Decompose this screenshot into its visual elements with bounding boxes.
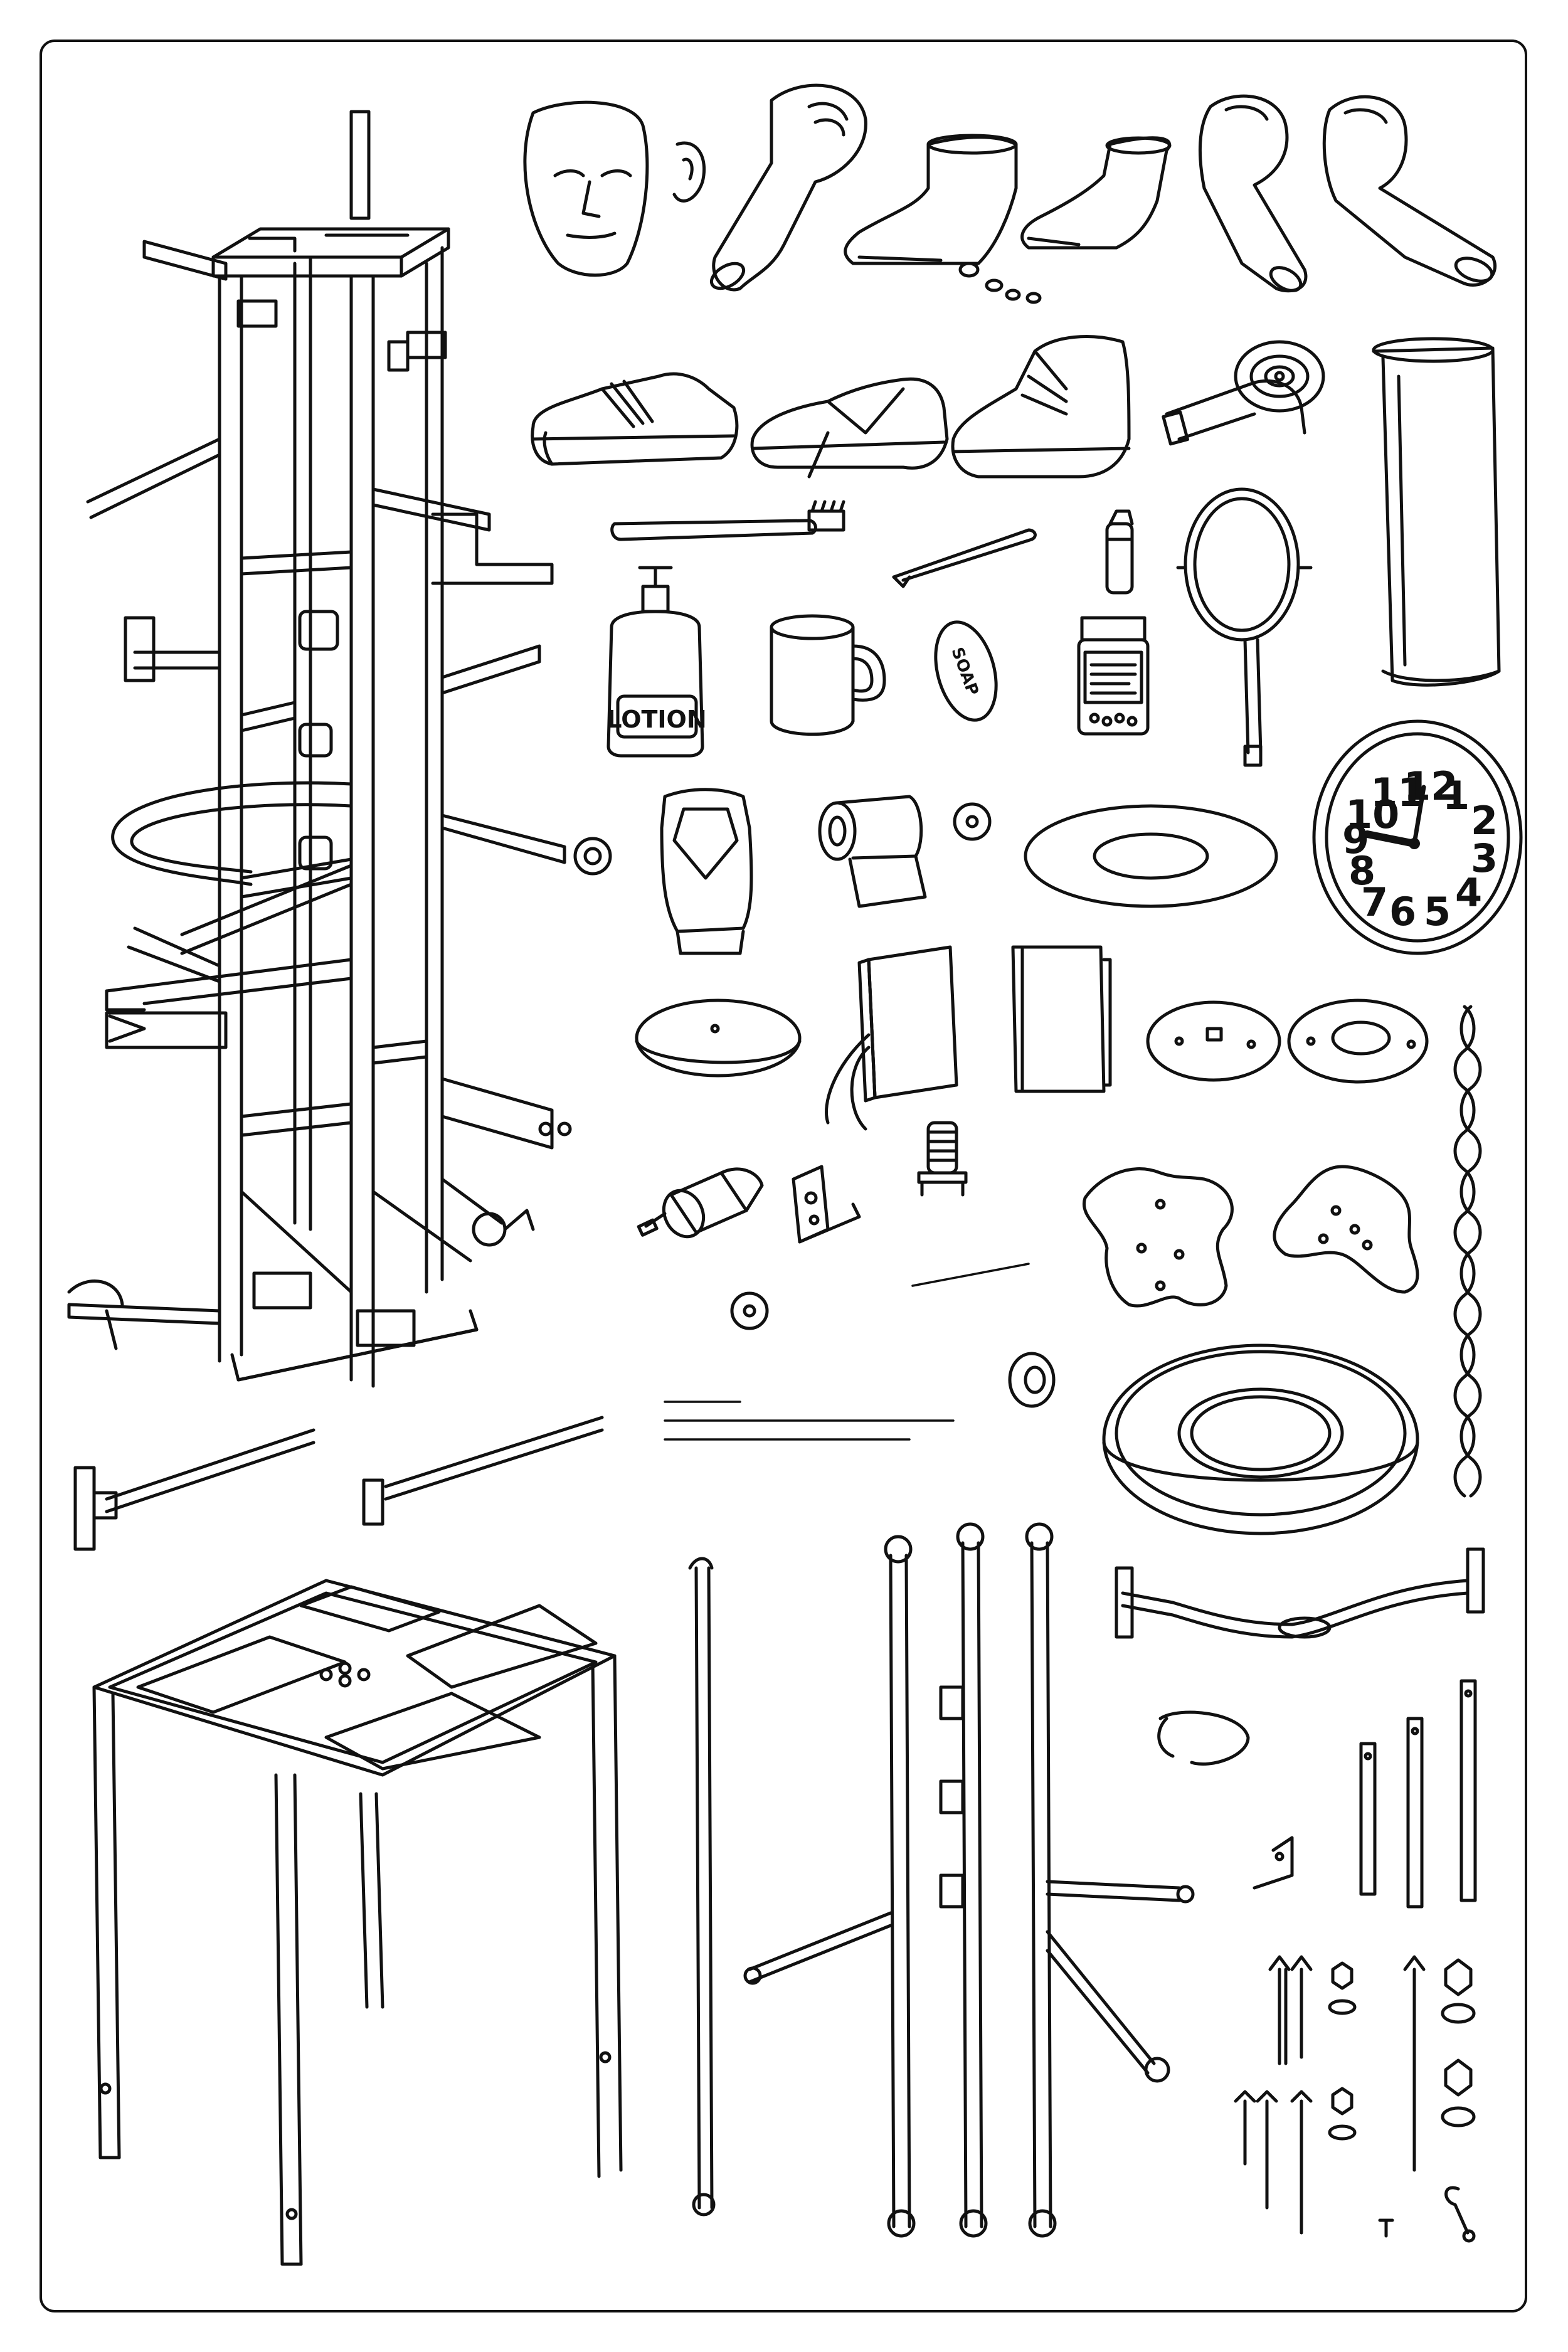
vertical-rods <box>688 1522 1195 2238</box>
flange-plate <box>1287 999 1429 1084</box>
washers <box>1328 1999 1476 2141</box>
notebook <box>825 945 958 1131</box>
svg-text:3: 3 <box>1471 835 1498 881</box>
toilet-paper-roll <box>818 795 927 908</box>
lighter <box>1105 509 1134 595</box>
soap-label: SOAP <box>947 645 982 698</box>
hand-forearm <box>1198 94 1308 293</box>
ear <box>672 141 706 203</box>
svg-text:10: 10 <box>1345 792 1399 837</box>
bolts <box>1234 1955 1426 2235</box>
foot <box>1020 136 1172 250</box>
star-plate <box>1273 1165 1419 1294</box>
flange-plate <box>1146 1000 1281 1082</box>
curved-handle-bar <box>1115 1547 1485 1639</box>
soap-bar: SOAP <box>934 620 998 722</box>
fabric-roll <box>1372 337 1501 687</box>
turntable-bearing <box>1102 1343 1419 1535</box>
ankle-boot <box>951 335 1131 479</box>
page-border <box>40 40 1527 2312</box>
svg-text:7: 7 <box>1361 879 1388 925</box>
mannequin-face <box>523 100 649 277</box>
wheel <box>1008 1352 1056 1408</box>
clock-numerals: 12 1 2 3 4 5 6 7 8 9 10 11 <box>1342 763 1498 935</box>
bracket <box>1253 1836 1294 1890</box>
svg-text:5: 5 <box>1424 889 1451 935</box>
svg-text:4: 4 <box>1455 870 1482 916</box>
svg-text:6: 6 <box>1389 889 1416 935</box>
hand-forearm <box>709 83 867 292</box>
threaded-rods <box>664 1263 1030 1441</box>
spring-pin <box>917 1121 968 1197</box>
star-plate <box>1082 1167 1234 1308</box>
tape-measure <box>1162 340 1325 446</box>
flat-bars <box>1359 1679 1477 1909</box>
sketchbook <box>1011 945 1112 1093</box>
hand-forearm <box>1322 95 1497 287</box>
lotion-bottle: LOTION <box>607 566 707 758</box>
lotion-label: LOTION <box>607 706 706 733</box>
foot <box>844 134 1018 265</box>
stool-frame <box>92 1579 623 2266</box>
hook <box>1444 2186 1476 2243</box>
plate <box>1024 804 1278 908</box>
svg-text:9: 9 <box>1342 817 1369 862</box>
t-bars <box>73 1416 604 1551</box>
svg-text:8: 8 <box>1348 848 1375 894</box>
svg-text:11: 11 <box>1370 770 1424 815</box>
oxford-shoe <box>750 377 949 479</box>
wall-clock: 12 1 2 3 4 5 6 7 8 9 10 11 <box>1312 719 1523 955</box>
mug <box>770 614 886 736</box>
nuts <box>1331 1958 1473 2116</box>
canvas-sneaker <box>531 372 739 466</box>
washer <box>730 1291 769 1330</box>
toothbrush <box>610 500 845 541</box>
chain <box>1453 1005 1482 1498</box>
bracket <box>792 1165 861 1244</box>
wire-loop <box>1157 1710 1250 1766</box>
tweezers <box>892 528 1037 588</box>
toes <box>958 262 1042 304</box>
ketchup-bottle <box>660 788 753 955</box>
svg-text:1: 1 <box>1443 773 1470 818</box>
svg-text:2: 2 <box>1471 798 1498 844</box>
pill-bottle <box>1077 616 1150 736</box>
svg-text:12: 12 <box>1404 763 1458 809</box>
washer <box>953 802 992 841</box>
tower-frame <box>67 110 612 1388</box>
hand-mirror <box>1176 487 1313 767</box>
motor <box>637 1167 764 1239</box>
screw <box>1378 2218 1394 2238</box>
round-board <box>635 999 802 1078</box>
